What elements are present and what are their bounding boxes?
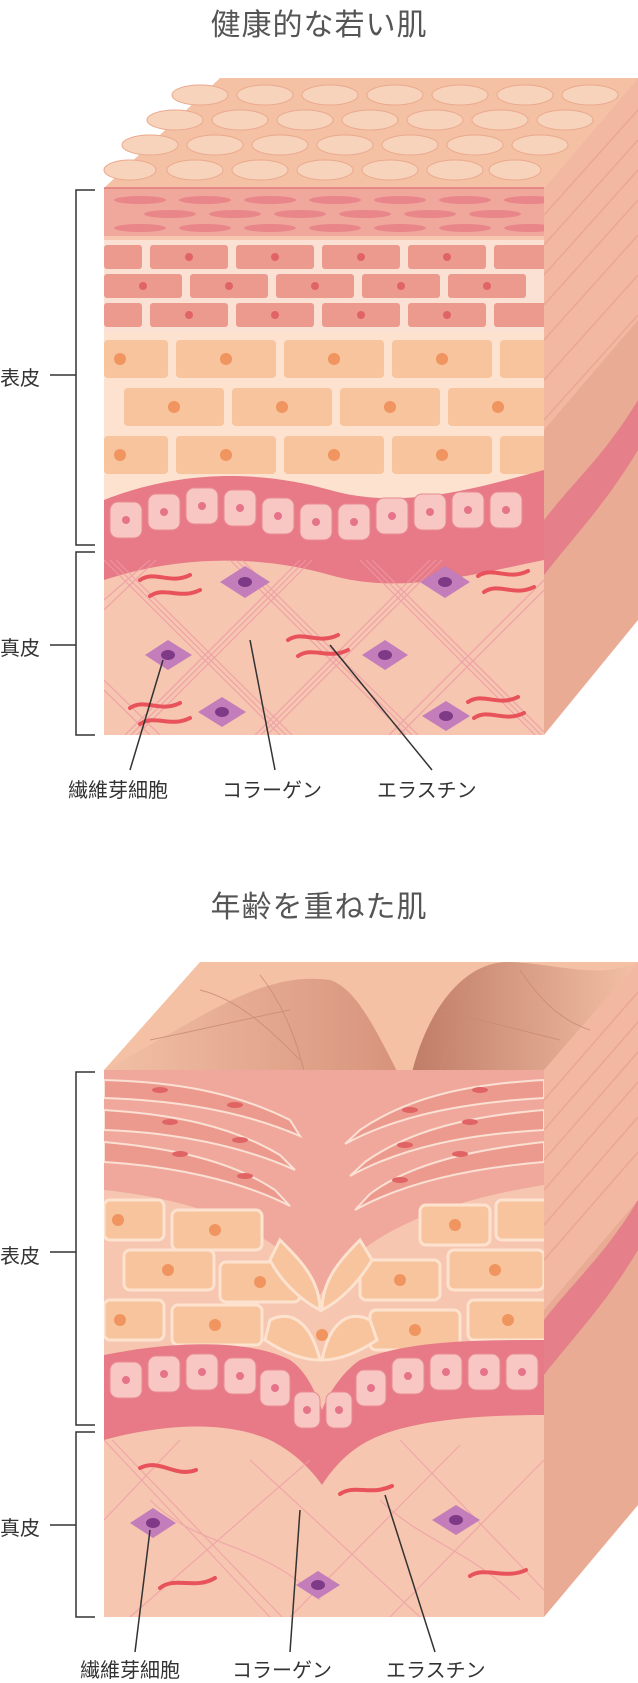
healthy-title: 健康的な若い肌 [210, 8, 428, 43]
leader-fibroblast [129, 659, 164, 771]
leader-collagen [249, 639, 276, 771]
healthy-label-epidermis: 表皮 [0, 366, 40, 390]
leader-elastin [329, 644, 433, 771]
healthy-skin-diagram [50, 78, 638, 771]
aged-label-collagen: コラーゲン [232, 1658, 332, 1682]
healthy-label-elastin: エラスチン [377, 778, 477, 802]
healthy-label-collagen: コラーゲン [222, 778, 322, 802]
elastin-fibers [128, 569, 536, 726]
bracket-epidermis [50, 189, 95, 546]
aged-title: 年齢を重ねた肌 [210, 890, 428, 925]
aged-label-epidermis: 表皮 [0, 1244, 40, 1268]
healthy-label-dermis: 真皮 [0, 636, 40, 660]
wrinkle-fold-right [408, 961, 638, 1140]
bracket-dermis [50, 551, 95, 736]
aged-label-elastin: エラスチン [386, 1658, 486, 1682]
aged-label-dermis: 真皮 [0, 1516, 40, 1540]
fibroblast-cells [145, 566, 470, 731]
aged-label-fibroblast: 繊維芽細胞 [80, 1658, 180, 1682]
aged-skin-diagram [50, 961, 638, 1653]
healthy-label-fibroblast: 繊維芽細胞 [68, 778, 168, 802]
